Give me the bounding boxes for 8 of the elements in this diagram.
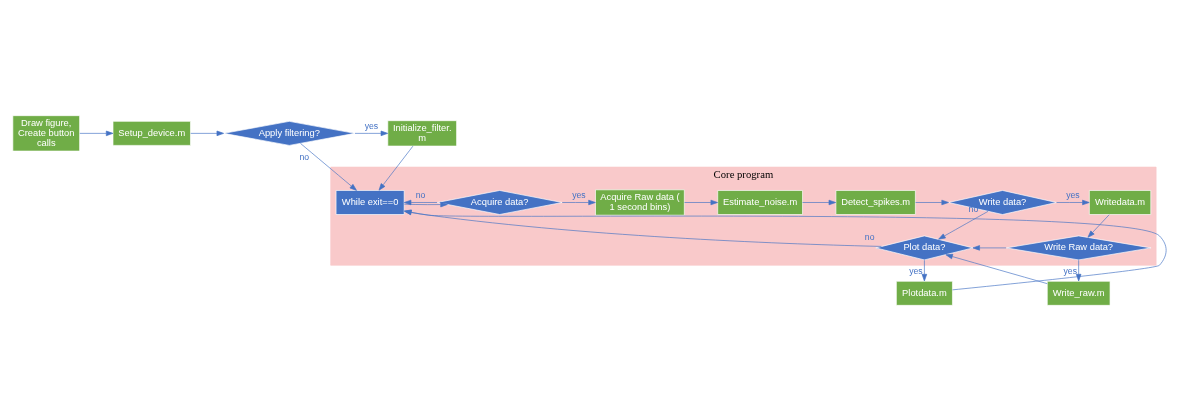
edge-label: no [415, 189, 426, 200]
edge-label: no [864, 231, 875, 242]
edge-label: yes [909, 265, 923, 276]
edge-label: yes [572, 189, 586, 200]
edge-label: yes [364, 120, 379, 131]
edge-label: no [299, 151, 310, 162]
edge-label: yes [1066, 189, 1080, 200]
edge-label: yes [1063, 265, 1077, 276]
